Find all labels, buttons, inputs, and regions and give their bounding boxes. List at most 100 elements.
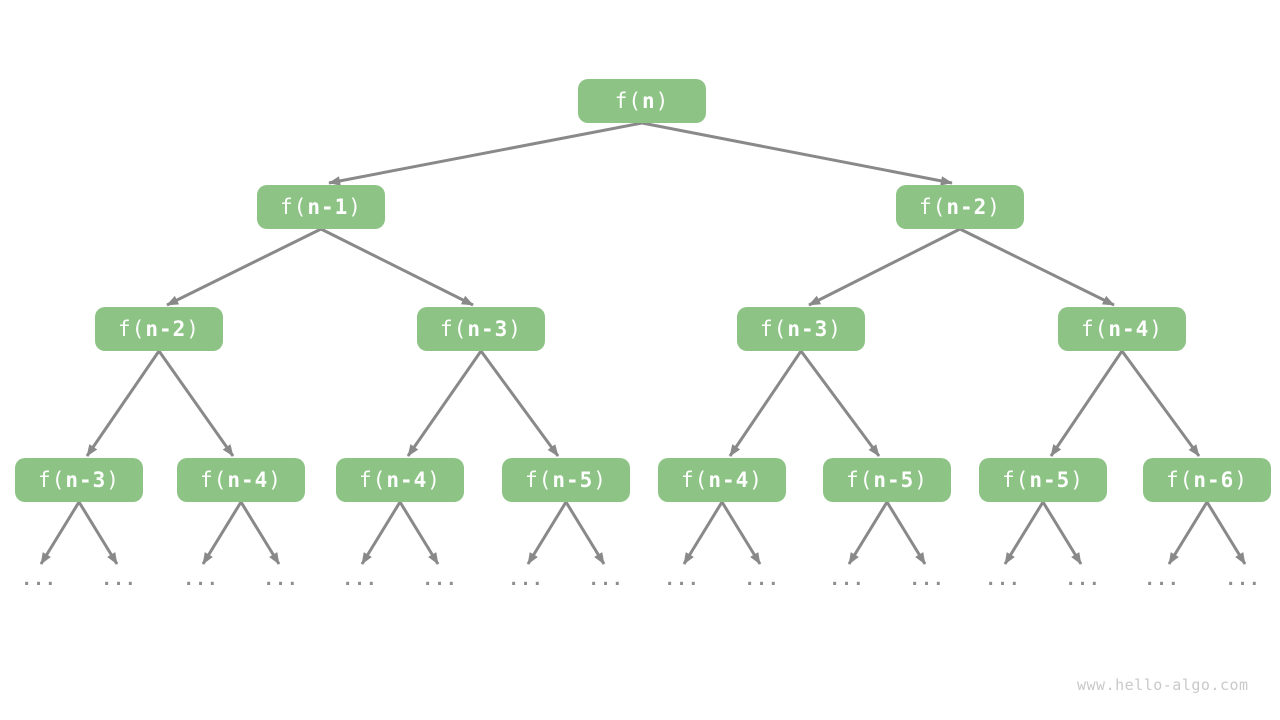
ellipsis-leaf: ... xyxy=(1144,569,1180,590)
node-label-pre: f( xyxy=(614,89,642,113)
tree-node-1-0: f(n-1) xyxy=(257,185,385,229)
node-label-post: ) xyxy=(268,468,282,492)
node-label-post: ) xyxy=(1149,317,1163,341)
node-label-arg: n-5 xyxy=(552,468,594,492)
tree-node-2-3: f(n-4) xyxy=(1058,307,1186,351)
tree-edge xyxy=(85,350,161,457)
node-label-pre: f( xyxy=(919,195,947,219)
tree-edge xyxy=(320,227,474,307)
ellipsis-leaf: ... xyxy=(342,569,378,590)
tree-node-3-7: f(n-6) xyxy=(1143,458,1271,502)
tree-node-2-0: f(n-2) xyxy=(95,307,223,351)
node-label-pre: f( xyxy=(38,468,66,492)
tree-edge xyxy=(398,501,440,565)
tree-edge xyxy=(1120,350,1201,457)
tree-edge xyxy=(406,350,483,457)
node-label-arg: n-3 xyxy=(787,317,829,341)
node-label-post: ) xyxy=(987,195,1001,219)
node-label-arg: n-4 xyxy=(1108,317,1150,341)
node-label-arg: n-2 xyxy=(145,317,187,341)
node-label-pre: f( xyxy=(359,468,387,492)
ellipsis-leaf: ... xyxy=(909,569,945,590)
ellipsis-leaf: ... xyxy=(21,569,57,590)
ellipsis-leaf: ... xyxy=(829,569,865,590)
node-label-post: ) xyxy=(655,89,670,113)
node-label-pre: f( xyxy=(200,468,228,492)
ellipsis-leaf: ... xyxy=(1225,569,1261,590)
node-label-arg: n-4 xyxy=(708,468,750,492)
ellipsis-leaf: ... xyxy=(985,569,1021,590)
tree-edge xyxy=(1205,501,1247,565)
tree-edge xyxy=(526,501,568,565)
node-label-arg: n-5 xyxy=(873,468,915,492)
node-label-arg: n-6 xyxy=(1193,468,1235,492)
node-label-post: ) xyxy=(749,468,763,492)
ellipsis-leaf: ... xyxy=(664,569,700,590)
node-label-post: ) xyxy=(186,317,200,341)
node-label-post: ) xyxy=(106,468,120,492)
node-label-post: ) xyxy=(1070,468,1084,492)
tree-node-3-1: f(n-4) xyxy=(177,458,305,502)
ellipsis-leaf: ... xyxy=(183,569,219,590)
tree-node-1-1: f(n-2) xyxy=(896,185,1024,229)
ellipsis-leaf: ... xyxy=(508,569,544,590)
node-label-arg: n-3 xyxy=(65,468,107,492)
ellipsis-leaf: ... xyxy=(744,569,780,590)
tree-node-2-2: f(n-3) xyxy=(737,307,865,351)
tree-edge xyxy=(1041,501,1083,565)
node-label-arg: n-3 xyxy=(467,317,509,341)
node-label-post: ) xyxy=(828,317,842,341)
node-label-pre: f( xyxy=(440,317,468,341)
ellipsis-leaf: ... xyxy=(263,569,299,590)
node-label-pre: f( xyxy=(681,468,709,492)
tree-edge xyxy=(808,227,961,307)
node-label-post: ) xyxy=(427,468,441,492)
node-label-pre: f( xyxy=(118,317,146,341)
tree-edge xyxy=(799,350,881,457)
ellipsis-leaf: ... xyxy=(101,569,137,590)
tree-node-2-1: f(n-3) xyxy=(417,307,545,351)
node-label-post: ) xyxy=(1234,468,1248,492)
node-label-post: ) xyxy=(914,468,928,492)
ellipsis-leaf: ... xyxy=(1065,569,1101,590)
tree-node-3-5: f(n-5) xyxy=(823,458,951,502)
tree-node-3-6: f(n-5) xyxy=(979,458,1107,502)
tree-edge xyxy=(682,501,724,565)
tree-edge xyxy=(959,227,1115,307)
tree-edge xyxy=(39,501,81,565)
node-label-pre: f( xyxy=(1081,317,1109,341)
node-label-arg: n-4 xyxy=(386,468,428,492)
tree-edge xyxy=(239,501,281,565)
tree-edge xyxy=(885,501,927,565)
tree-edge xyxy=(201,501,243,565)
ellipsis-leaf: ... xyxy=(588,569,624,590)
node-label-post: ) xyxy=(508,317,522,341)
tree-edge xyxy=(360,501,402,565)
node-label-arg: n-2 xyxy=(946,195,988,219)
node-label-arg: n-1 xyxy=(307,195,349,219)
node-label-pre: f( xyxy=(1166,468,1194,492)
node-label-pre: f( xyxy=(280,195,308,219)
tree-edge xyxy=(157,350,235,457)
tree-node-3-0: f(n-3) xyxy=(15,458,143,502)
tree-edge xyxy=(77,501,119,565)
tree-node-3-2: f(n-4) xyxy=(336,458,464,502)
tree-edge xyxy=(328,121,643,186)
tree-node-3-4: f(n-4) xyxy=(658,458,786,502)
tree-edge xyxy=(1003,501,1045,565)
node-label-pre: f( xyxy=(525,468,553,492)
node-label-arg: n-4 xyxy=(227,468,269,492)
tree-edge xyxy=(479,350,560,457)
node-label-arg: n xyxy=(641,89,656,113)
tree-edge xyxy=(1167,501,1209,565)
node-label-arg: n-5 xyxy=(1029,468,1071,492)
ellipsis-leaf: ... xyxy=(422,569,458,590)
watermark: www.hello-algo.com xyxy=(1077,676,1249,694)
node-label-post: ) xyxy=(348,195,362,219)
node-label-pre: f( xyxy=(846,468,874,492)
node-label-pre: f( xyxy=(1002,468,1030,492)
node-label-pre: f( xyxy=(760,317,788,341)
tree-edge xyxy=(1049,350,1124,457)
